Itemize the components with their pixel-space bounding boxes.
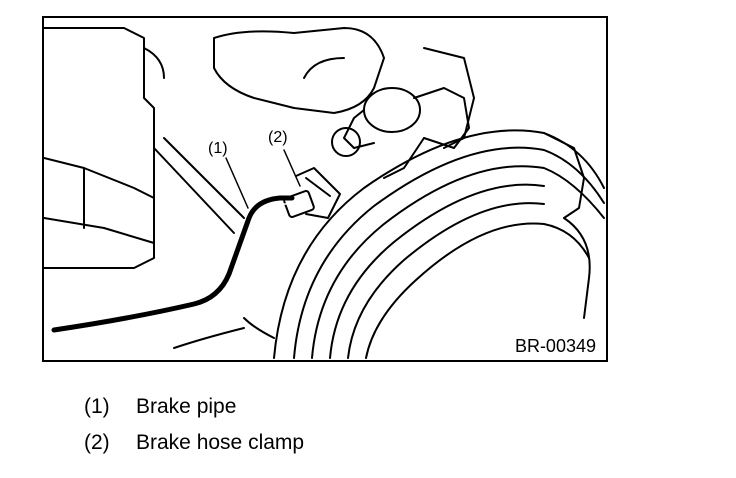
knuckle <box>153 27 475 234</box>
caliper-bolt <box>331 87 470 179</box>
brake-illustration <box>44 27 605 359</box>
callout-2: (2) <box>268 129 288 146</box>
leader-lines <box>225 149 301 209</box>
legend-text: Brake pipe <box>136 395 237 418</box>
legend: (1) Brake pipe (2) Brake hose clamp <box>84 392 304 464</box>
legend-text: Brake hose clamp <box>136 431 305 454</box>
strut-housing <box>44 27 165 269</box>
callout-1: (1) <box>208 140 228 157</box>
legend-number: (2) <box>84 431 110 454</box>
figure-code: BR-00349 <box>512 336 598 356</box>
brake-hose-clamp <box>283 167 341 219</box>
legend-item-brake-hose-clamp: (2) Brake hose clamp <box>84 428 304 464</box>
brake-pipe <box>51 195 295 337</box>
legend-number: (1) <box>84 395 110 418</box>
figure-frame: (1) (2) BR-00349 <box>42 16 608 362</box>
legend-item-brake-pipe: (1) Brake pipe <box>84 392 304 428</box>
disc-rotor <box>173 129 605 359</box>
